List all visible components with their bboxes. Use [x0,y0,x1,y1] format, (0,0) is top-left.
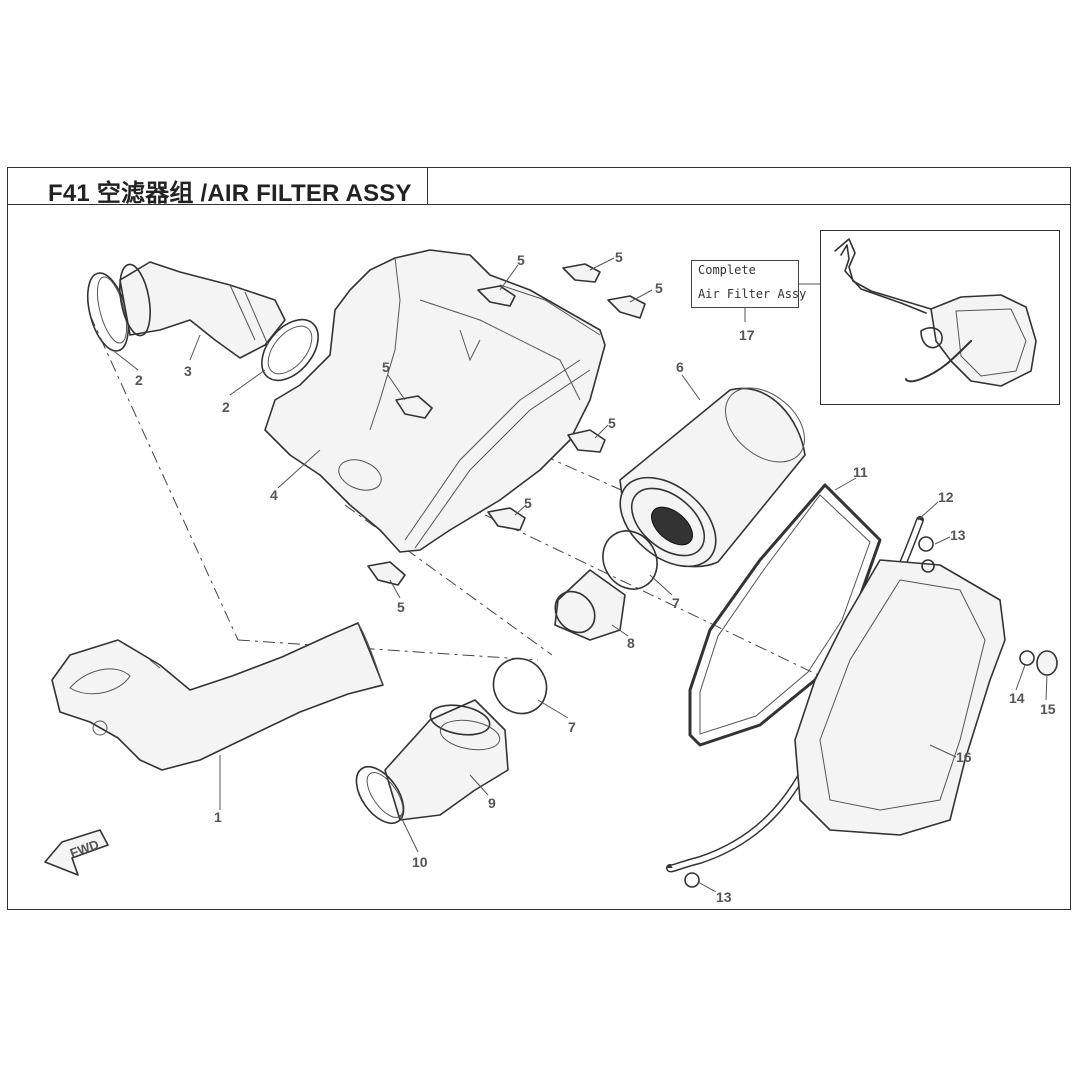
callout-5b: 5 [615,249,623,265]
part-clip-c [567,429,606,453]
callout-7b: 7 [568,719,576,735]
callout-15: 15 [1040,701,1056,717]
callout-5d: 5 [382,359,390,375]
callout-5g: 5 [397,599,405,615]
part-hose-clamp-lower [684,872,700,888]
leader-lines [114,257,1048,893]
assembly-axis-2 [237,639,539,661]
part-filter-element [619,387,806,568]
title-box [7,167,428,205]
assembly-axis-4 [349,449,871,701]
callout-5c: 5 [655,280,663,296]
part-clip-e [367,561,406,586]
part-airbox-cover [794,559,1006,836]
title-divider [7,204,1071,205]
part-clip-a [562,263,601,283]
complete-assy-label-box [691,260,799,308]
complete-label-line2: Air Filter Assy [698,287,807,301]
part-clip-b [607,295,646,319]
fwd-arrow-icon: FWD [44,829,109,876]
assembly-axis-1 [89,314,239,641]
callout-3: 3 [184,363,192,379]
part-elbow-boot [119,261,286,359]
part-throttle-boot [384,699,509,821]
complete-label-line1: Complete [698,263,756,277]
callout-6: 6 [676,359,684,375]
part-clamp-7-upper [602,530,658,590]
callout-16: 16 [956,749,972,765]
complete-assembly-inset [820,230,1060,405]
callout-11: 11 [853,464,868,480]
callout-17: 17 [739,327,755,343]
part-hose-clamp-upper [918,536,935,573]
callout-9: 9 [488,795,496,811]
part-drain-clamp [1019,650,1035,666]
part-clamp-10 [355,766,405,824]
part-drain-cap [1036,650,1058,676]
callout-8: 8 [627,635,635,651]
diagram-title: F41 空滤器组 /AIR FILTER ASSY [48,180,412,207]
callout-13b: 13 [716,889,732,905]
part-clip-g [395,395,433,419]
callout-labels: 1 2 2 3 4 5 5 5 5 5 5 5 6 7 7 8 9 10 11 … [135,249,1056,905]
callout-4: 4 [270,487,278,503]
part-clamp-7-lower [492,657,548,715]
callout-12: 12 [938,489,954,505]
callout-13a: 13 [950,527,966,543]
callout-5f: 5 [524,495,532,511]
callout-1: 1 [214,809,222,825]
callout-5a: 5 [517,252,525,268]
callout-10: 10 [412,854,428,870]
callout-5e: 5 [608,415,616,431]
callout-2a: 2 [135,372,143,388]
part-airbox-housing [264,249,606,553]
part-intake-duct [51,622,384,771]
callout-2b: 2 [222,399,230,415]
part-clip-f [477,285,516,307]
callout-7a: 7 [672,595,680,611]
part-connector-sleeve [554,569,626,641]
part-clip-d [487,507,526,531]
complete-assembly-thumbnail [834,238,1037,387]
callout-14: 14 [1009,690,1025,706]
